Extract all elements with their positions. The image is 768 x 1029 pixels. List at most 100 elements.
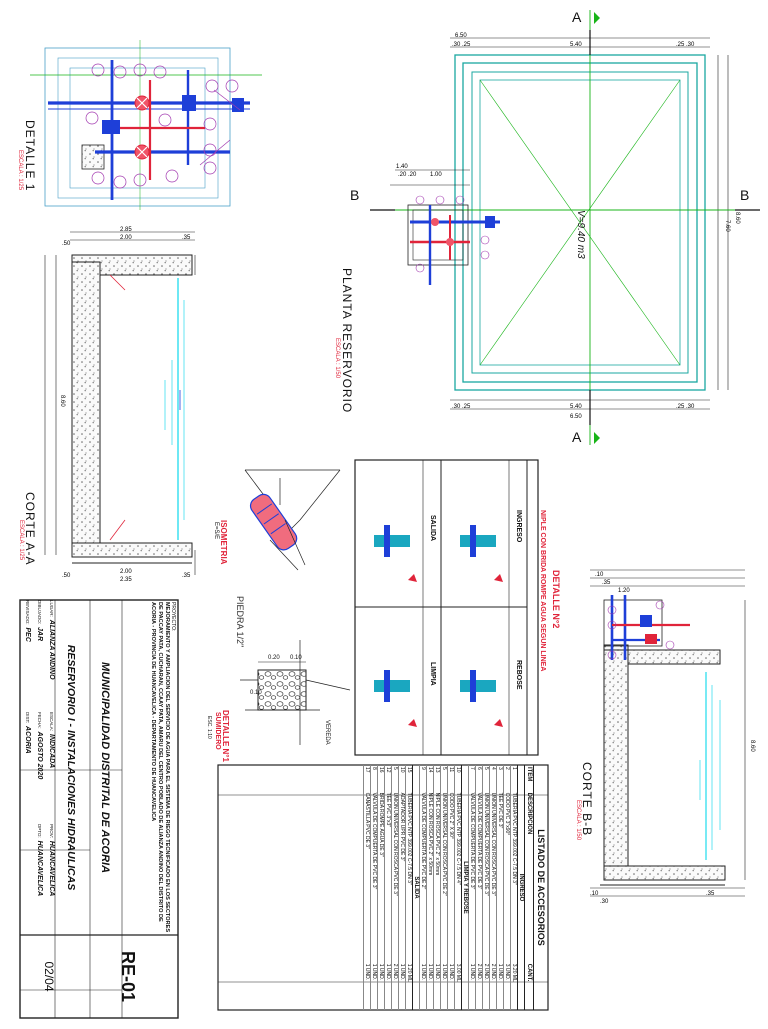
accessories-cell: NIPLE CON ROSCA PVC 2" x 50mm [427,792,433,876]
title-field-value: AGOSTO 2020 [36,731,43,780]
accessories-cell: UNION UNIVERSAL CON ROSCA PVC DE 3" [483,792,489,896]
accessories-cell: 1 UND. [427,963,433,981]
accessories-group-title: LIMPIA Y REBOSE [461,765,468,1010]
accessories-cell: 2 UND. [392,963,398,981]
planta-height-inner: 7.60 [724,220,730,232]
title-field: ESCALA:INDICADA [43,712,55,822]
cell-salida: SALIDA [429,515,436,542]
detalle-2-subtitle: NIPLE CON BRIDA ROMPE AGUA SEGUN LINEA [539,510,546,672]
accessories-cell: 3 UND. [504,963,510,981]
piedra-label: PIEDRA 1/2" [235,596,245,648]
accessories-cell: 10 [399,767,405,773]
accessories-cell: VALVULA DE COMPUERTA DE PVC DE 3" [476,792,482,890]
title-field-value: PEC [24,627,31,642]
accessories-header-cell: DESCRIPCION [526,792,532,835]
title-field: DIST:ACORIA [19,712,31,822]
svg-text:.30 .25: .30 .25 [452,404,471,410]
svg-text:.30: .30 [600,899,609,905]
accessories-cell: VALVULA DE COMPUERTA DE PVC DE 3" [371,792,377,890]
title-fields: LUGAR:ALIANZA ANDINO ESCALA:INDICADA PROV:… [20,600,55,935]
accessories-cell: TEE PVC 3"x3" [385,792,391,828]
accessories-cell: 17 [364,767,370,773]
title-field: PROV: HUANCAVELICA [43,824,55,934]
accessories-cell: VALVULA DE COMPUERTA DE PVC DE 2" [420,792,426,890]
svg-text:1.40: 1.40 [396,164,408,170]
title-block: PROYECTO: MEJORAMIENTO Y AMPLIACION DEL … [20,600,178,1018]
accessories-cell: 11 [448,767,454,773]
accessories-cell: BRIDA ROMPE AGUA DE 3" [378,792,384,857]
title-field-value: ACORIA [24,726,31,754]
accessories-cell: 1 UND. [378,963,384,981]
accessories-cell: 2 UND. [476,963,482,981]
title-field-label: REVISADO: [25,600,30,625]
title-field: DPTO:HUANCAVELICA [31,824,43,934]
accessories-cell: ADAPTADOR UPR PVC DE 3" [399,792,405,862]
sumidero-dim-a: 0.20 [268,655,280,661]
accessories-cell: 10 [455,767,461,773]
accessories-cell: 3.20 ML [511,963,517,982]
title-field: REVISADO: PEC [19,600,31,710]
svg-text:.35: .35 [706,891,715,897]
title-field-value: HUANCAVELICA [48,840,55,897]
accessories-cell: 12 [385,767,391,773]
cell-ingreso: INGRESO [515,510,522,543]
accessories-cell: 1 UND. [497,963,503,981]
accessories-cell: 4 [490,767,496,770]
accessories-cell: 1 [511,767,517,770]
svg-text:.10: .10 [590,891,599,897]
sumidero-dim-c: 0.10 [250,690,262,696]
planta-title: PLANTA RESERVORIO [340,268,354,414]
detalle-2-grid [354,459,539,756]
isometria-title: ISOMETRIA [219,520,228,565]
accessories-cell: 6 [476,767,482,770]
accessories-group-title: INGRESO [517,765,524,1010]
planta-reservorio-view: 6.50 .30 .25 5.40 .25 .30 .30 .25 5.40 .… [370,10,760,445]
section-a-top: A [572,9,582,25]
accessories-cell: 1 UND. [448,963,454,981]
accessories-cell: 15 [406,767,412,773]
accessories-cell: 1 UND. [371,963,377,981]
flange-fittings [374,525,503,727]
corte-aa-height: 8.60 [59,395,65,407]
accessories-cell: 2 UND. [483,963,489,981]
svg-text:.50: .50 [62,241,71,247]
svg-text:.25 .30: .25 .30 [676,404,695,410]
svg-text:.10: .10 [595,572,604,578]
accessories-cell: 5 [392,767,398,770]
plan-code: RE-01 [118,950,138,1003]
accessories-cell: TUBERIA PVC NTP 399.002 C-7.5 DN 3" [406,792,412,885]
accessories-cell: UNION UNIVERSAL CON ROSCA PVC DE 3" [490,792,496,896]
planta-scale: ESCALA : 1/50 [334,338,340,379]
title-field-label: ESCALA: [49,712,54,732]
accessories-cell: 1 UND. [434,963,440,981]
accessories-cell: 1.20 ML [406,963,412,982]
sumidero-view [240,640,351,745]
corte-aa-view: .50 2.85 2.00 .35 .50 2.00 2.35 .35 [44,227,196,583]
svg-text:2.00: 2.00 [120,235,132,241]
project-label: PROYECTO: [170,602,176,632]
svg-text:6.50: 6.50 [455,33,467,39]
title-field-label: FECHA: [37,712,42,729]
title-field: LUGAR:ALIANZA ANDINO [43,600,55,710]
sumidero-dim-b: 0.10 [290,655,302,661]
cell-limpia: LIMPIA [429,662,436,686]
svg-text:1.20: 1.20 [618,588,630,594]
accessories-cell: CODO PVC 2" X 90° [448,792,454,839]
isometria-scale: E=S/E [213,522,219,540]
svg-text:.35: .35 [182,573,191,579]
accessories-cell: UNION UNIVERSAL CON ROSCA PVC DE 3" [392,792,398,896]
title-field-label: PROV: [49,824,54,838]
